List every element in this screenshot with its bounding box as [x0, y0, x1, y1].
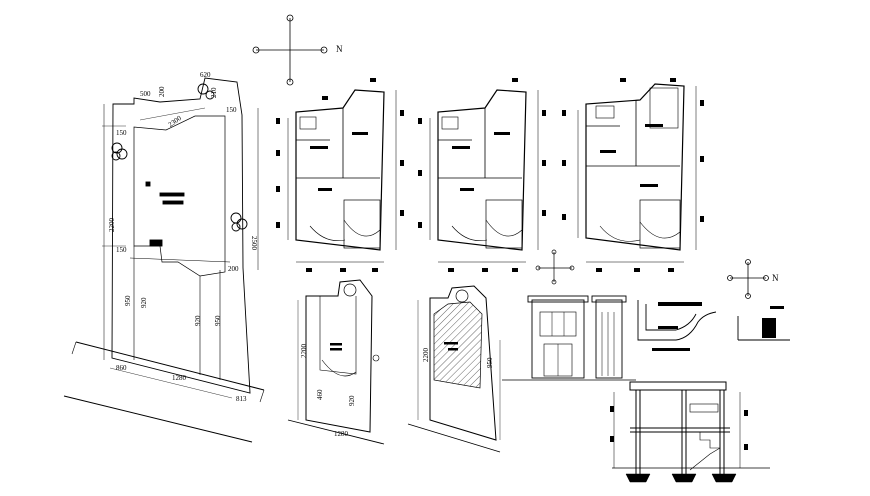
north-label: N [336, 44, 343, 54]
svg-text:950: 950 [486, 357, 494, 368]
svg-text:2200: 2200 [422, 348, 430, 363]
site-plan [63, 77, 265, 443]
svg-text:460: 460 [316, 389, 324, 400]
svg-text:200: 200 [158, 86, 166, 97]
svg-text:860: 860 [116, 364, 127, 372]
svg-text:620: 620 [200, 71, 211, 79]
svg-text:1280: 1280 [334, 430, 349, 438]
north-arrow-top: N [252, 14, 343, 86]
svg-text:2500: 2500 [250, 236, 258, 251]
svg-text:150: 150 [226, 106, 237, 114]
svg-text:150: 150 [116, 246, 127, 254]
site-plan-dimensions: 500 200 620 210 150 2300 150 2200 150 25… [108, 71, 258, 403]
building-section [610, 381, 770, 483]
svg-text:950: 950 [124, 295, 132, 306]
small-plan-1-dimensions: 2200 1280 460 920 [300, 344, 356, 439]
small-plan-1 [287, 279, 385, 445]
svg-text:2200: 2200 [300, 344, 308, 359]
svg-text:950: 950 [214, 315, 222, 326]
floor-plan-1 [287, 89, 397, 263]
floor-plan-3 [577, 83, 697, 263]
svg-text:2200: 2200 [108, 218, 116, 233]
north-arrow-right: N [727, 259, 779, 299]
svg-text:200: 200 [228, 265, 239, 273]
svg-text:813: 813 [236, 395, 247, 403]
svg-text:2300: 2300 [167, 114, 183, 129]
north-label-right: N [772, 273, 779, 283]
svg-text:920: 920 [140, 297, 148, 308]
svg-text:920: 920 [194, 315, 202, 326]
section-detail [637, 300, 790, 351]
svg-text:500: 500 [140, 90, 151, 98]
svg-text:150: 150 [116, 129, 127, 137]
small-plan-2 [407, 285, 501, 453]
north-arrow-small [535, 249, 575, 285]
small-plan-2-dimensions: 2200 950 [422, 348, 494, 369]
svg-text:920: 920 [348, 395, 356, 406]
front-elevation [502, 295, 636, 381]
floor-plan-markers [276, 78, 704, 272]
svg-text:210: 210 [210, 87, 218, 98]
svg-text:1280: 1280 [172, 374, 187, 382]
floor-plan-2 [429, 89, 539, 263]
